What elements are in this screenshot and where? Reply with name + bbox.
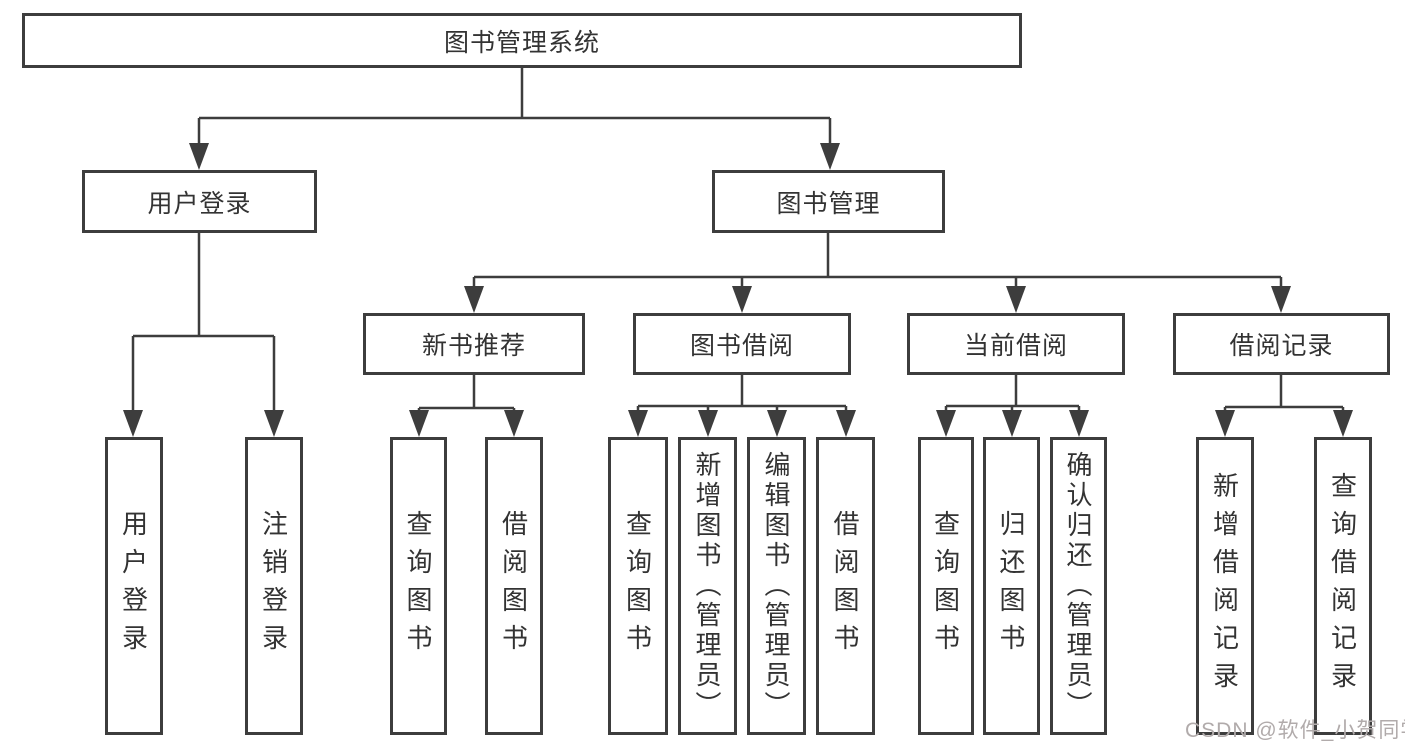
leaf-current-query-book: 查询图书	[918, 437, 974, 735]
arrow-icon	[936, 410, 956, 437]
leaf-record-query-borrow-record: 查询借阅记录	[1314, 437, 1372, 735]
arrow-icon	[1069, 410, 1089, 437]
connector-currentborrow-to-leaves	[944, 375, 1081, 413]
leaf-borrow-query-book: 查询图书	[608, 437, 668, 735]
leaf-borrow-add-book-admin: 新增图书（管理员）	[678, 437, 737, 735]
arrow-icon	[767, 410, 787, 437]
arrow-icon	[264, 410, 284, 437]
connector-bookborrow-to-leaves	[636, 375, 848, 413]
arrow-icon	[698, 410, 718, 437]
arrow-icon	[504, 410, 524, 437]
csdn-watermark: CSDN @软件_小贺同学	[1185, 719, 1405, 742]
arrow-icon	[1002, 410, 1022, 437]
connector-userlogin-to-leaves	[131, 233, 276, 413]
leaf-record-add-borrow-record: 新增借阅记录	[1196, 437, 1254, 735]
arrow-icon	[123, 410, 143, 437]
connector-newbookrec-to-leaves	[417, 375, 516, 413]
node-borrow-record: 借阅记录	[1173, 313, 1390, 375]
arrow-icon	[820, 143, 840, 170]
leaf-logout: 注销登录	[245, 437, 303, 735]
leaf-current-confirm-return-admin: 确认归还（管理员）	[1050, 437, 1107, 735]
arrow-icon	[409, 410, 429, 437]
arrow-icon	[732, 286, 752, 313]
arrow-icon	[1215, 410, 1235, 437]
arrow-icon	[464, 286, 484, 313]
leaf-borrow-borrow-book: 借阅图书	[816, 437, 875, 735]
node-new-book-recommend: 新书推荐	[363, 313, 585, 375]
connector-root-to-level2	[197, 68, 832, 146]
node-book-management: 图书管理	[712, 170, 945, 233]
node-root: 图书管理系统	[22, 13, 1022, 68]
leaf-user-login: 用户登录	[105, 437, 163, 735]
leaf-current-return-book: 归还图书	[983, 437, 1040, 735]
connector-bookmgmt-to-level3	[472, 233, 1283, 289]
node-user-login: 用户登录	[82, 170, 317, 233]
leaf-recommend-borrow-book: 借阅图书	[485, 437, 543, 735]
arrowheads	[123, 143, 1353, 437]
arrow-icon	[628, 410, 648, 437]
connector-borrowrecord-to-leaves	[1223, 375, 1345, 413]
node-book-borrow: 图书借阅	[633, 313, 851, 375]
arrow-icon	[1333, 410, 1353, 437]
arrow-icon	[1271, 286, 1291, 313]
arrow-icon	[1006, 286, 1026, 313]
arrow-icon	[836, 410, 856, 437]
leaf-borrow-edit-book-admin: 编辑图书（管理员）	[747, 437, 806, 735]
arrow-icon	[189, 143, 209, 170]
node-current-borrow: 当前借阅	[907, 313, 1125, 375]
leaf-recommend-query-book: 查询图书	[390, 437, 447, 735]
